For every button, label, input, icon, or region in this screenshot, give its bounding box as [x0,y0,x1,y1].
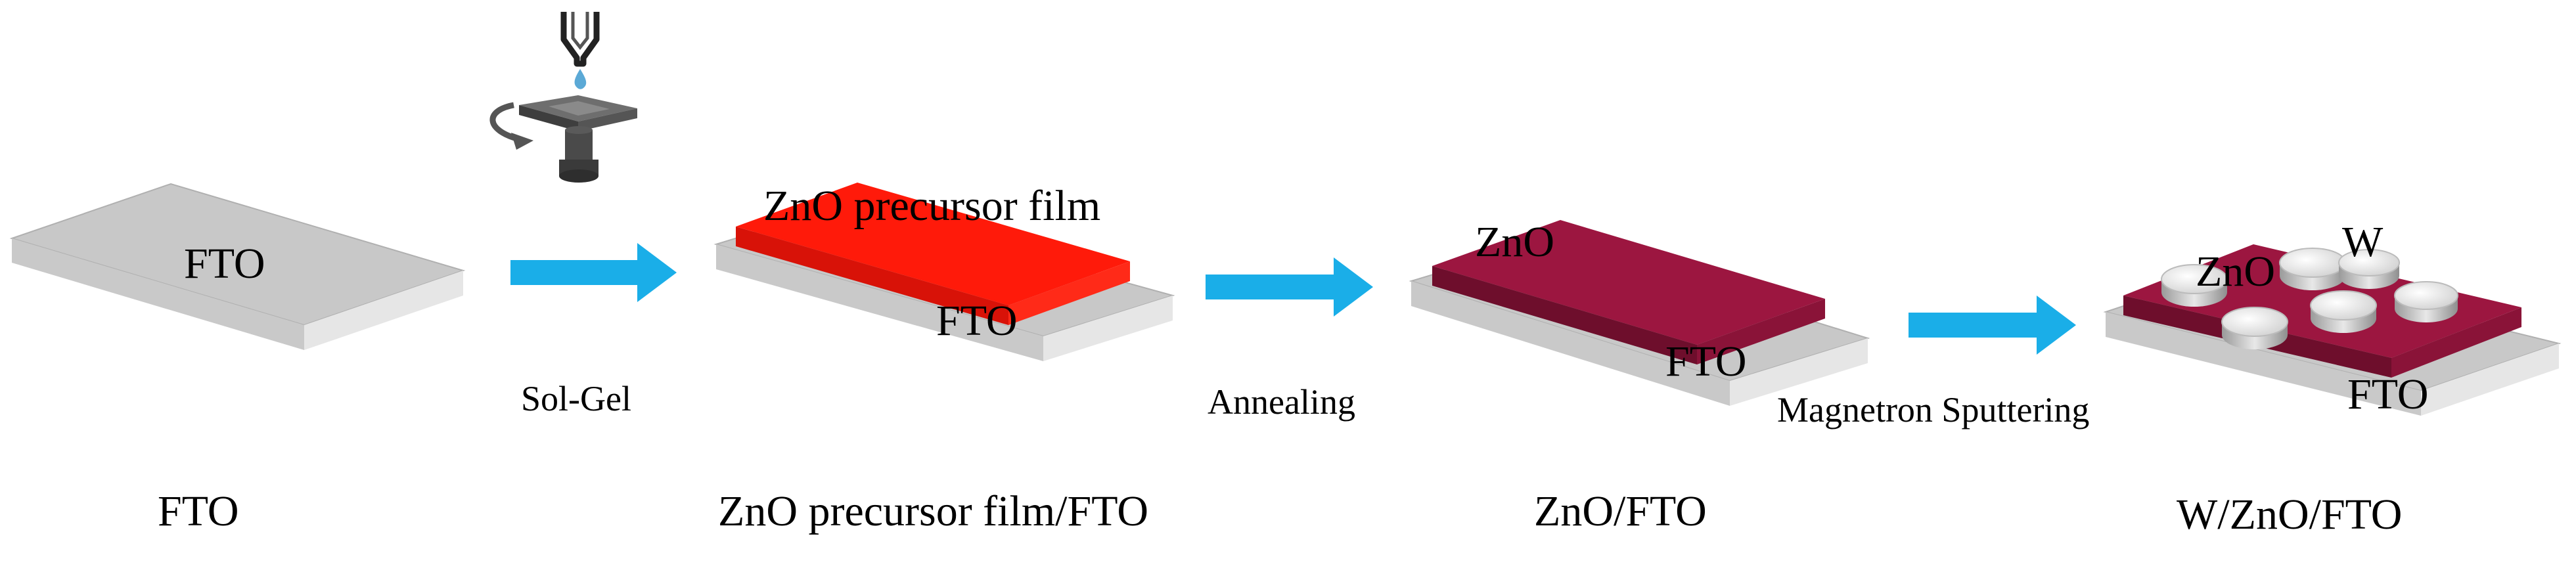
w-disc [2310,290,2377,333]
step-label-magnetron-sputtering: Magnetron Sputtering [1777,390,2089,429]
w-disc [2394,281,2458,322]
step-label-annealing: Annealing [1208,382,1355,422]
zno-precursor-film [736,183,1130,325]
stage-fto: FTO FTO [9,183,466,535]
w-disc [2221,307,2288,349]
precursor-film-label: ZnO precursor film [763,182,1100,230]
w-disc [2338,249,2400,289]
arrow-sol-gel [510,243,677,302]
w-disc [2279,248,2346,290]
fto-layer-label: FTO [184,240,265,288]
fto-layer-label-2: FTO [936,297,1018,345]
stage-zno-precursor: ZnO precursor film FTO ZnO precursor fil… [713,182,1175,535]
fto-layer-label-3: FTO [1665,338,1747,385]
arrow-annealing [1206,257,1373,317]
stage-caption-zno-precursor: ZnO precursor film/FTO [718,487,1148,535]
step-label-sol-gel: Sol-Gel [521,379,631,418]
w-layer-label: W [2342,218,2384,266]
zno-layer-label-4: ZnO [2196,248,2275,296]
dropper-icon [560,12,600,89]
stage-caption-zno-fto: ZnO/FTO [1534,487,1707,535]
stage-caption-w-zno-fto: W/ZnO/FTO [2177,491,2402,539]
stage-caption-fto: FTO [158,487,239,535]
w-electrodes [2161,248,2458,349]
fto-substrate [9,183,466,350]
fto-layer-label-4: FTO [2347,370,2429,418]
stage-w-zno-fto: ZnO W FTO W/ZnO/FTO [2103,218,2562,539]
arrow-magnetron-sputtering [1909,296,2076,355]
w-disc [2161,264,2228,307]
zno-layer-label: ZnO [1475,218,1554,266]
stage-zno-fto: ZnO FTO ZnO/FTO [1409,218,1870,535]
zno-film [1432,220,1825,364]
spin-coater-icon [489,12,637,183]
